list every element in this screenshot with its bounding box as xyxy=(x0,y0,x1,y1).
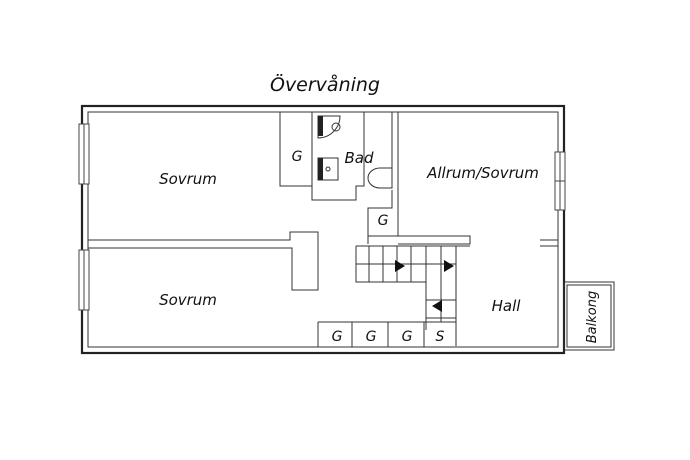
closet-label-row-3: G xyxy=(402,329,413,345)
room-label-allrum: Allrum/Sovrum xyxy=(426,164,539,182)
room-label-balkong: Balkong xyxy=(585,291,600,343)
exterior-walls xyxy=(80,104,566,355)
closet-label-row-1: G xyxy=(332,329,343,345)
plan-title: Övervåning xyxy=(270,73,380,96)
window-right-upper xyxy=(554,151,566,211)
window-left-lower xyxy=(78,249,90,311)
room-label-sovrum-upper: Sovrum xyxy=(159,170,217,188)
stair-arrow-right-1-icon xyxy=(395,260,405,272)
room-label-hall: Hall xyxy=(492,297,522,315)
room-label-bad: Bad xyxy=(344,149,373,167)
balcony xyxy=(563,281,615,351)
stair-arrow-right-2-icon xyxy=(444,260,454,272)
closet-label-row-4: S xyxy=(436,329,445,345)
staircase xyxy=(356,246,456,322)
interior-walls xyxy=(88,112,558,347)
room-label-sovrum-lower: Sovrum xyxy=(159,291,217,309)
closet-row xyxy=(351,322,425,347)
window-left-upper xyxy=(78,123,90,185)
sink-icon xyxy=(317,157,339,181)
toilet-icon xyxy=(367,167,393,189)
shower-icon xyxy=(317,115,341,139)
closet-label-hall: G xyxy=(378,213,389,229)
closet-label-row-2: G xyxy=(366,329,377,345)
closet-label-bath: G xyxy=(292,149,303,165)
stair-arrow-left-icon xyxy=(432,300,442,312)
